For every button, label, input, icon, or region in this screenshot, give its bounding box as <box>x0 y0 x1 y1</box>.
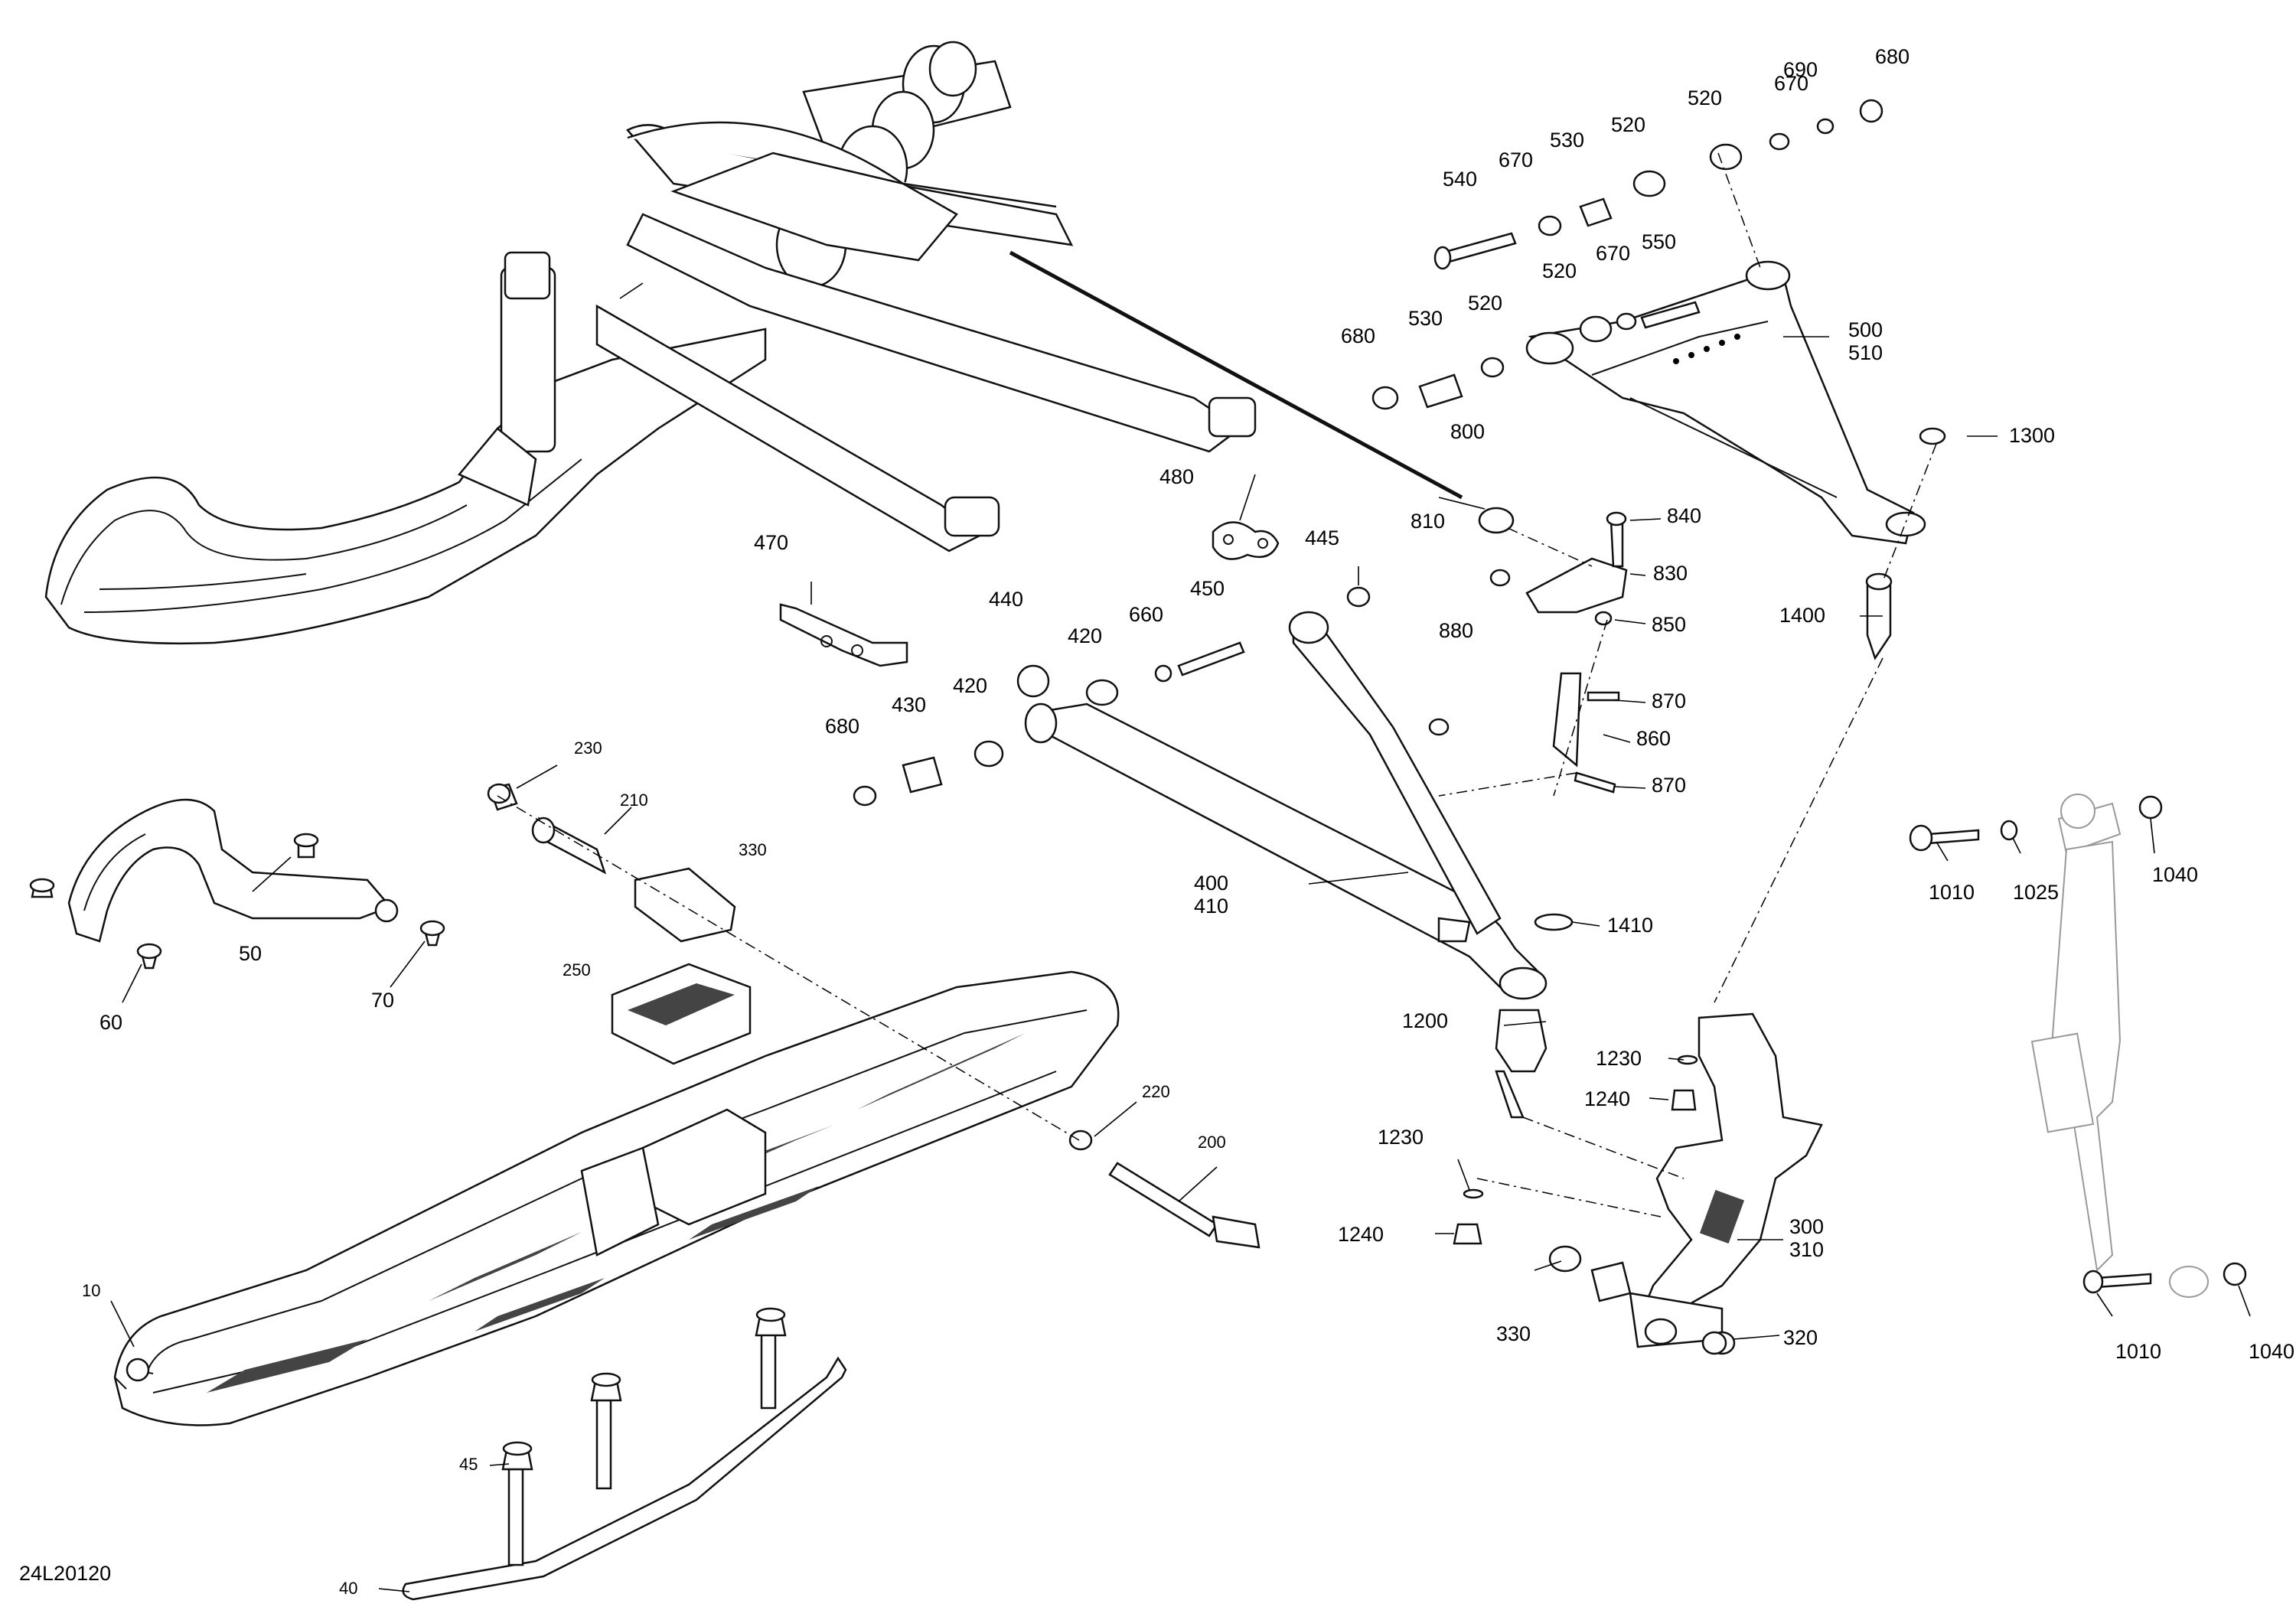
label-445: 445 <box>1305 526 1339 549</box>
shock-absorber <box>1909 794 2247 1298</box>
label-850: 850 <box>1652 613 1686 636</box>
label-250: 250 <box>563 960 591 980</box>
upper-arm-hardware <box>1371 99 1883 410</box>
label-510: 510 <box>1848 341 1883 364</box>
label-800: 800 <box>1450 420 1485 443</box>
label-470: 470 <box>754 531 788 554</box>
label-670-right: 670 <box>1774 72 1808 95</box>
label-520-top: 520 <box>1611 113 1645 136</box>
upper-a-arm-500 <box>1525 260 1926 545</box>
callout-labels: 10 40 45 50 60 70 200 210 220 230 250 30… <box>19 45 2294 1598</box>
handle-50 <box>29 798 445 970</box>
label-330-bottom: 330 <box>1496 1322 1531 1345</box>
ski-assembly <box>113 970 1120 1426</box>
label-1410: 1410 <box>1607 914 1653 937</box>
label-220: 220 <box>1142 1082 1170 1101</box>
label-1040-upper: 1040 <box>2152 863 2198 886</box>
label-50: 50 <box>239 942 262 965</box>
spindle-hardware <box>487 783 752 1065</box>
label-210: 210 <box>620 790 648 810</box>
leader-lines <box>110 282 2251 1592</box>
label-1010-upper: 1010 <box>1929 881 1975 904</box>
label-690: 690 <box>1783 58 1818 81</box>
label-1240-upper: 1240 <box>1584 1087 1630 1110</box>
label-870-lower: 870 <box>1652 774 1686 797</box>
label-520-mid: 520 <box>1542 259 1577 282</box>
label-670-mid: 670 <box>1596 242 1630 265</box>
label-500: 500 <box>1848 318 1883 341</box>
steering-linkage <box>1428 511 1628 794</box>
label-830: 830 <box>1653 562 1688 585</box>
label-230: 230 <box>574 738 602 758</box>
label-10: 10 <box>82 1281 100 1300</box>
label-520-lower: 520 <box>1468 292 1502 315</box>
label-840: 840 <box>1667 504 1701 527</box>
label-430: 430 <box>892 693 926 716</box>
label-410: 410 <box>1194 895 1228 918</box>
label-670-top: 670 <box>1499 148 1533 171</box>
nuts-45 <box>501 1307 787 1471</box>
label-1230-lower: 1230 <box>1378 1126 1424 1149</box>
label-40: 40 <box>339 1579 357 1598</box>
label-45: 45 <box>459 1455 478 1474</box>
spindle-300 <box>1453 1012 1823 1355</box>
label-300: 300 <box>1789 1215 1824 1238</box>
lower-a-arm-400 <box>853 611 1548 1000</box>
label-1400: 1400 <box>1779 604 1825 627</box>
label-1025: 1025 <box>2013 881 2059 904</box>
label-810: 810 <box>1411 510 1445 533</box>
label-1240-lower: 1240 <box>1338 1223 1384 1246</box>
label-1200: 1200 <box>1402 1009 1448 1032</box>
label-60: 60 <box>99 1011 122 1034</box>
assembled-ski-suspension <box>44 41 1463 645</box>
runner-40 <box>402 1330 847 1601</box>
label-440: 440 <box>989 588 1023 611</box>
label-530-top: 530 <box>1550 129 1584 152</box>
label-200: 200 <box>1198 1133 1226 1152</box>
label-550: 550 <box>1642 230 1676 253</box>
label-530-lower: 530 <box>1408 307 1443 330</box>
alignment-lines <box>497 152 1937 1217</box>
label-680-top: 680 <box>1875 45 1910 68</box>
label-400: 400 <box>1194 872 1228 895</box>
label-70: 70 <box>371 989 394 1012</box>
label-320: 320 <box>1783 1326 1818 1349</box>
label-660: 660 <box>1129 603 1163 626</box>
label-540: 540 <box>1443 168 1477 191</box>
label-1010-lower: 1010 <box>2115 1340 2161 1363</box>
label-680-mid: 680 <box>1341 324 1375 347</box>
label-880: 880 <box>1439 619 1473 642</box>
label-450: 450 <box>1190 577 1225 600</box>
label-1230-upper: 1230 <box>1596 1047 1642 1070</box>
label-420-lower: 420 <box>953 674 987 697</box>
label-520-top-right: 520 <box>1688 86 1722 109</box>
label-1040-lower: 1040 <box>2249 1340 2294 1363</box>
label-860: 860 <box>1636 727 1671 750</box>
label-420-upper: 420 <box>1068 624 1102 647</box>
label-870-upper: 870 <box>1652 689 1686 712</box>
shaft-200 <box>1068 1129 1261 1249</box>
ball-joints <box>1495 427 1946 1119</box>
label-330-top: 330 <box>739 840 767 859</box>
diagram-id: 24L20120 <box>19 1562 111 1585</box>
label-680-lower: 680 <box>825 715 859 738</box>
label-310: 310 <box>1789 1238 1824 1261</box>
tie-rod-parts <box>779 507 1515 667</box>
label-480: 480 <box>1159 465 1194 488</box>
label-1300: 1300 <box>2009 424 2055 447</box>
